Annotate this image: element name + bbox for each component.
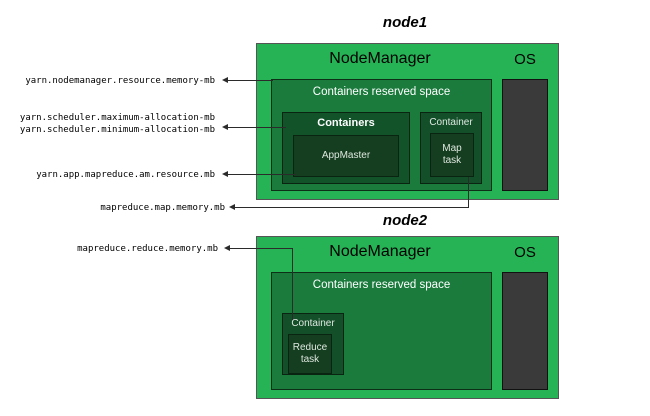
leader-line-am-resource — [228, 174, 296, 175]
node1-nodemanager-label: NodeManager — [329, 50, 431, 67]
arrow-head-nodemanager-resource-memory — [222, 77, 228, 83]
annotation-nodemanager-resource-memory: yarn.nodemanager.resource.memory-mb — [25, 76, 215, 86]
leader-line-map-memory-horizontal — [235, 207, 468, 208]
node2-reserved-space-box: Containers reserved space Container Redu… — [271, 272, 492, 390]
node1-appmaster-label: AppMaster — [321, 150, 371, 161]
annotation-scheduler-minimum-allocation: yarn.scheduler.minimum-allocation-mb — [19, 125, 215, 135]
leader-line-reduce-memory-horizontal — [230, 248, 292, 249]
node1-map-task-box: Map task — [430, 133, 474, 177]
leader-line-nodemanager-resource-memory — [228, 80, 273, 81]
node2-container-reduce-box: Container Reduce task — [282, 313, 344, 375]
node2-title: node2 — [382, 212, 428, 229]
node1-box: NodeManager OS Containers reserved space… — [256, 43, 559, 200]
node2-os-box — [502, 272, 548, 390]
node2-reserved-space-label: Containers reserved space — [312, 279, 451, 291]
node1-map-task-line1: Map — [442, 143, 462, 154]
node1-os-label: OS — [514, 51, 536, 68]
node2-reduce-task-box: Reduce task — [288, 334, 332, 374]
annotation-am-resource: yarn.app.mapreduce.am.resource.mb — [36, 170, 215, 180]
node1-containers-group-label: Containers — [317, 117, 375, 129]
annotation-reduce-memory: mapreduce.reduce.memory.mb — [77, 244, 218, 254]
node2-reduce-task-line1: Reduce — [292, 342, 328, 353]
node2-container-reduce-label: Container — [291, 318, 335, 329]
leader-line-scheduler-allocation — [228, 127, 286, 128]
node1-map-task-line2: task — [442, 155, 462, 166]
arrow-head-reduce-memory — [224, 245, 230, 251]
node1-appmaster-box: AppMaster — [293, 135, 399, 177]
node1-title: node1 — [382, 14, 428, 31]
node1-os-box — [502, 79, 548, 191]
arrow-head-scheduler-allocation — [222, 124, 228, 130]
node1-containers-group-box: Containers AppMaster — [282, 112, 410, 184]
node1-reserved-space-box: Containers reserved space Containers App… — [271, 79, 492, 191]
node1-reserved-space-label: Containers reserved space — [312, 86, 451, 98]
leader-line-map-memory-vertical — [468, 177, 469, 208]
arrow-head-am-resource — [222, 171, 228, 177]
node2-reduce-task-label: Reduce task — [293, 342, 327, 366]
node2-reduce-task-line2: task — [300, 354, 320, 365]
annotation-map-memory: mapreduce.map.memory.mb — [100, 203, 225, 213]
annotation-scheduler-maximum-allocation: yarn.scheduler.maximum-allocation-mb — [19, 113, 215, 123]
node2-nodemanager-label: NodeManager — [329, 243, 431, 260]
node2-box: NodeManager OS Containers reserved space… — [256, 236, 559, 399]
arrow-head-map-memory — [229, 204, 235, 210]
node2-os-label: OS — [514, 244, 536, 261]
node1-container-map-box: Container Map task — [420, 112, 482, 184]
leader-line-reduce-memory-vertical — [292, 248, 293, 320]
node1-container-map-label: Container — [429, 117, 473, 128]
node1-map-task-label: Map task — [442, 143, 461, 167]
